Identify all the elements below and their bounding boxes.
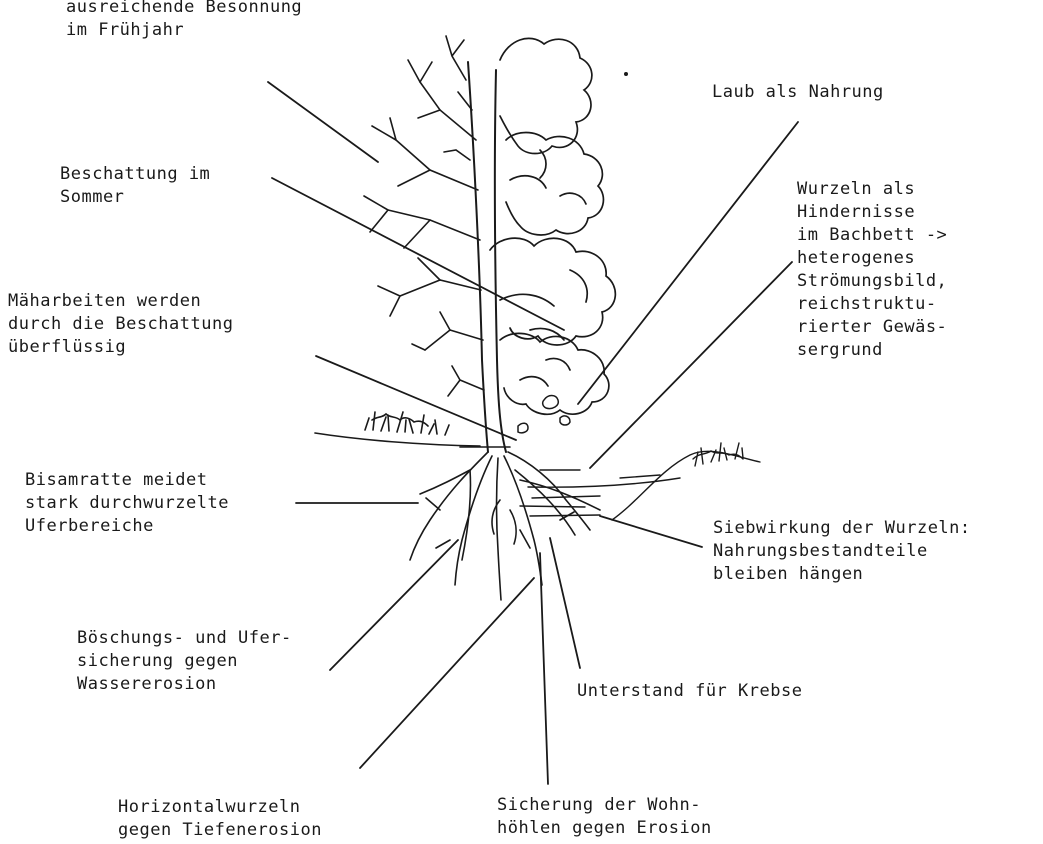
leader-roots — [590, 262, 792, 468]
label-horizontal-line-2: gegen Tiefenerosion — [118, 819, 322, 842]
leader-sieve — [600, 516, 702, 547]
leader-mowing — [316, 356, 516, 440]
label-mowing-line-2: durch die Beschattung — [8, 313, 233, 336]
label-roots-line-8: sergrund — [797, 339, 947, 362]
label-bank-line-2: sicherung gegen — [77, 650, 292, 673]
label-sunlight-line-1: ausreichende Besonnung — [66, 0, 302, 19]
label-bank-protection: Böschungs- und Ufer- sicherung gegen Was… — [77, 627, 292, 696]
leader-leaves — [578, 122, 798, 404]
label-muskrat-line-1: Bisamratte meidet — [25, 469, 229, 492]
leader-bank — [330, 540, 458, 670]
label-roots-line-1: Wurzeln als — [797, 178, 947, 201]
label-roots-obstacles: Wurzeln als Hindernisse im Bachbett -> h… — [797, 178, 947, 362]
tree-trunk — [468, 62, 506, 452]
label-burrows: Sicherung der Wohn- höhlen gegen Erosion — [497, 794, 712, 840]
tree-roots — [410, 452, 600, 600]
label-roots-line-2: Hindernisse — [797, 201, 947, 224]
label-roots-line-3: im Bachbett -> — [797, 224, 947, 247]
label-sieve-line-3: bleiben hängen — [713, 563, 971, 586]
label-roots-line-5: Strömungsbild, — [797, 270, 947, 293]
leafy-crown — [490, 38, 615, 414]
label-roots-line-4: heterogenes — [797, 247, 947, 270]
label-shade: Beschattung im Sommer — [60, 163, 210, 209]
leader-crayfish — [550, 538, 580, 668]
label-sieve-line-1: Siebwirkung der Wurzeln: — [713, 517, 971, 540]
label-roots-line-6: reichstruktu- — [797, 293, 947, 316]
speck — [624, 72, 628, 76]
label-sieve: Siebwirkung der Wurzeln: Nahrungsbestand… — [713, 517, 971, 586]
label-sieve-line-2: Nahrungsbestandteile — [713, 540, 971, 563]
label-bank-line-1: Böschungs- und Ufer- — [77, 627, 292, 650]
label-muskrat-line-2: stark durchwurzelte — [25, 492, 229, 515]
label-horizontal-line-1: Horizontalwurzeln — [118, 796, 322, 819]
leader-horizontal — [360, 578, 534, 768]
label-muskrat: Bisamratte meidet stark durchwurzelte Uf… — [25, 469, 229, 538]
bare-branches — [364, 36, 484, 396]
riverbank-ground — [315, 412, 510, 447]
label-crayfish-line-1: Unterstand für Krebse — [577, 680, 802, 703]
label-bank-line-3: Wassererosion — [77, 673, 292, 696]
label-leaves: Laub als Nahrung — [712, 81, 884, 104]
label-mowing-line-3: überflüssig — [8, 336, 233, 359]
leader-lines — [268, 82, 798, 784]
label-roots-line-7: rierter Gewäs- — [797, 316, 947, 339]
label-muskrat-line-3: Uferbereiche — [25, 515, 229, 538]
label-sunlight-line-2: im Frühjahr — [66, 19, 302, 42]
label-burrows-line-2: höhlen gegen Erosion — [497, 817, 712, 840]
label-horizontal-roots: Horizontalwurzeln gegen Tiefenerosion — [118, 796, 322, 842]
label-mowing-line-1: Mäharbeiten werden — [8, 290, 233, 313]
label-leaves-line-1: Laub als Nahrung — [712, 81, 884, 104]
leader-shade — [272, 178, 564, 330]
label-shade-line-1: Beschattung im — [60, 163, 210, 186]
label-mowing: Mäharbeiten werden durch die Beschattung… — [8, 290, 233, 359]
label-sunlight: ausreichende Besonnung im Frühjahr — [66, 0, 302, 42]
leader-burrows — [540, 553, 548, 784]
label-crayfish: Unterstand für Krebse — [577, 680, 802, 703]
leader-sunlight — [268, 82, 378, 162]
label-burrows-line-1: Sicherung der Wohn- — [497, 794, 712, 817]
label-shade-line-2: Sommer — [60, 186, 210, 209]
